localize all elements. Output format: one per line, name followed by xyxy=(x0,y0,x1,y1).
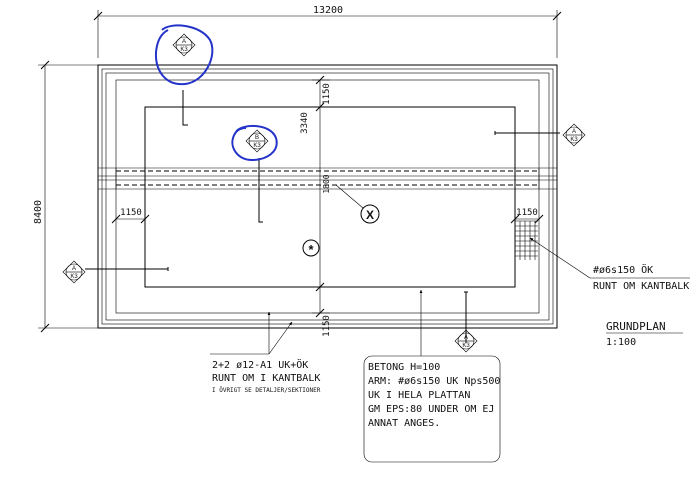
section-marker-a-bottom: A K3 xyxy=(454,329,478,353)
rebar-label-line2: RUNT OM I KANTBALK xyxy=(212,373,320,384)
note-box xyxy=(363,355,501,463)
rebar-callout: 2+2 ø12-A1 UK+ÖK RUNT OM I KANTBALK I ÖV… xyxy=(210,311,321,394)
left-dimension-label: 1150 xyxy=(120,208,142,218)
dim-top-label: 1150 xyxy=(322,83,332,105)
rebar-label-line3: I ÖVRIGT SE DETALJER/SEKTIONER xyxy=(212,387,321,394)
x-marker: X xyxy=(335,184,380,224)
x-marker-label: X xyxy=(366,208,374,222)
mesh-label-line1: #ø6s150 ÖK xyxy=(593,263,653,276)
right-dimension-label: 1150 xyxy=(516,208,538,218)
section-marker-letter: A xyxy=(182,39,186,45)
height-dimension: 8400 xyxy=(33,60,98,333)
star-marker: * xyxy=(302,239,320,257)
dim-small-label: 1800 xyxy=(322,174,331,193)
section-marker-sheet: K3 xyxy=(253,143,261,149)
drawing-title: GRUNDPLAN 1:100 xyxy=(606,320,683,348)
left-dimension: 1150 xyxy=(111,208,150,224)
markup-circle-2 xyxy=(231,125,278,162)
note-line5: ANNAT ANGES. xyxy=(368,418,440,429)
beam-band xyxy=(98,167,557,190)
dim-bottom-label: 1150 xyxy=(322,315,332,337)
vertical-dimension-chain: 1150 3340 1150 1800 xyxy=(300,75,332,337)
section-marker-sheet: K3 xyxy=(462,343,470,349)
section-marker-a-top: A K3 xyxy=(172,33,196,57)
section-marker-b: B K3 xyxy=(245,129,269,153)
note-line2: ARM: #ø6s150 UK Nps500 xyxy=(368,376,500,387)
width-dimension-label: 13200 xyxy=(313,5,343,16)
section-marker-letter: A xyxy=(72,266,76,272)
section-marker-letter: A xyxy=(572,129,576,135)
width-dimension: 13200 xyxy=(93,5,562,58)
mesh-hatch xyxy=(515,220,538,260)
star-marker-label: * xyxy=(308,242,314,257)
note-callout: BETONG H=100 ARM: #ø6s150 UK Nps500 UK I… xyxy=(363,289,501,463)
markup-circle-1 xyxy=(154,24,214,86)
right-dimension: 1150 xyxy=(510,208,544,224)
title-label: GRUNDPLAN xyxy=(606,320,666,333)
note-line4: GM EPS:80 UNDER OM EJ xyxy=(368,404,494,415)
section-marker-a-right: A K3 xyxy=(562,123,586,147)
mesh-callout: #ø6s150 ÖK RUNT OM KANTBALK xyxy=(529,237,690,292)
section-marker-sheet: K3 xyxy=(180,47,188,53)
markup-circles xyxy=(154,24,278,162)
height-dimension-label: 8400 xyxy=(33,200,44,224)
note-line3: UK I HELA PLATTAN xyxy=(368,390,470,401)
mesh-label-line2: RUNT OM KANTBALK xyxy=(593,281,689,292)
section-marker-sheet: K3 xyxy=(570,137,578,143)
rebar-label-line1: 2+2 ø12-A1 UK+ÖK xyxy=(212,358,308,371)
section-marker-a-left: A K3 xyxy=(62,260,86,284)
note-line1: BETONG H=100 xyxy=(368,362,440,373)
section-ticks xyxy=(85,90,560,343)
section-marker-letter: A xyxy=(464,335,468,341)
section-marker-letter: B xyxy=(255,135,259,141)
scale-label: 1:100 xyxy=(606,337,636,348)
section-marker-sheet: K3 xyxy=(70,274,78,280)
dim-mid-label: 3340 xyxy=(300,112,310,134)
